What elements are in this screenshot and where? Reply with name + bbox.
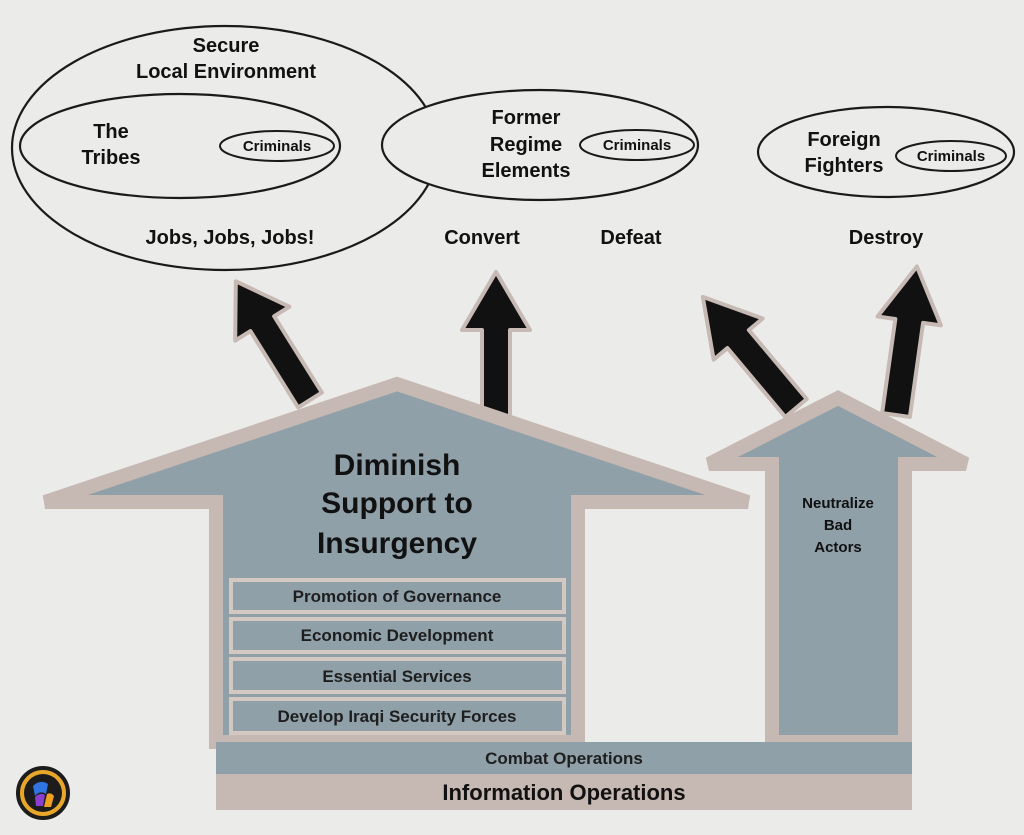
arrow-to-defeat xyxy=(700,294,809,419)
foreign-criminals-ellipse xyxy=(895,140,1007,172)
secure-local-environment-group: Secure Local Environment The Tribes Crim… xyxy=(10,24,440,272)
fre-criminals-ellipse xyxy=(579,129,695,161)
neutralize-arrow-shape xyxy=(705,390,970,749)
tribes-criminals-label: Criminals xyxy=(243,138,311,155)
jobs-slogan: Jobs, Jobs, Jobs! xyxy=(146,227,315,249)
fre-criminals-label: Criminals xyxy=(603,137,671,154)
arrow-to-local-shape xyxy=(233,279,324,410)
tribes-ellipse xyxy=(18,92,342,200)
former-regime-ellipse xyxy=(380,88,700,202)
foreign-label-line1: Foreign xyxy=(807,129,880,151)
secure-title-line1: Secure xyxy=(193,35,260,57)
foreign-label-line2: Fighters xyxy=(805,155,884,177)
pillar-bar-governance xyxy=(229,578,566,614)
neutralize-label-line1: Neutralize xyxy=(802,495,874,512)
arrow-to-local xyxy=(233,279,324,410)
app-logo-glyph-orange xyxy=(44,793,54,807)
app-logo-core xyxy=(24,774,62,812)
pillar-bar-economic xyxy=(229,617,566,654)
arrow-to-convert-shape xyxy=(460,270,532,420)
fre-label-line3: Elements xyxy=(482,160,571,182)
pillar-label-security: Develop Iraqi Security Forces xyxy=(277,707,516,726)
diminish-title-line1: Diminish xyxy=(334,449,461,482)
defeat-label: Defeat xyxy=(600,227,661,249)
diminish-title-line2: Support to xyxy=(321,487,473,520)
fre-label-line1: Former xyxy=(492,107,561,129)
foreign-fighters-ellipse xyxy=(756,105,1016,199)
foreign-criminals-label: Criminals xyxy=(917,148,985,165)
information-operations-label: Information Operations xyxy=(442,780,685,805)
app-logo-icon[interactable] xyxy=(16,766,70,820)
foreign-fighters-group: Foreign Fighters Criminals xyxy=(756,105,1016,199)
app-logo-glyph-purple xyxy=(35,793,45,806)
neutralize-label-line3: Actors xyxy=(814,539,862,556)
former-regime-group: Former Regime Elements Criminals xyxy=(380,88,700,202)
pillars-stack: Promotion of Governance Economic Develop… xyxy=(229,578,566,735)
base-operations: Combat Operations Information Operations xyxy=(216,742,912,810)
secure-title-line2: Local Environment xyxy=(136,61,316,83)
neutralize-arrow: Neutralize Bad Actors xyxy=(705,390,970,749)
diminish-title-line3: Insurgency xyxy=(317,527,477,560)
tribes-label-line2: Tribes xyxy=(82,147,141,169)
information-operations-bar xyxy=(216,774,912,810)
arrow-to-destroy-shape xyxy=(875,264,943,419)
arrow-to-convert xyxy=(460,270,532,420)
pillar-label-economic: Economic Development xyxy=(301,626,494,645)
combat-operations-bar xyxy=(216,742,912,774)
pillar-bar-security xyxy=(229,697,566,735)
app-logo-glyph-blue xyxy=(33,781,48,796)
fre-label-line2: Regime xyxy=(490,134,562,156)
pillar-bar-essential xyxy=(229,657,566,694)
neutralize-label-line2: Bad xyxy=(824,517,852,534)
arrow-to-destroy xyxy=(875,264,943,419)
tribes-label-line1: The xyxy=(93,121,129,143)
combat-operations-label: Combat Operations xyxy=(485,749,643,768)
pillar-label-governance: Promotion of Governance xyxy=(293,587,502,606)
pillar-label-essential: Essential Services xyxy=(322,667,471,686)
tribes-criminals-ellipse xyxy=(219,130,335,162)
convert-label: Convert xyxy=(444,227,520,249)
diminish-arrow-shape xyxy=(42,376,751,749)
destroy-label: Destroy xyxy=(849,227,924,249)
diminish-support-arrow: Diminish Support to Insurgency xyxy=(42,376,751,749)
arrow-to-defeat-shape xyxy=(700,294,809,419)
